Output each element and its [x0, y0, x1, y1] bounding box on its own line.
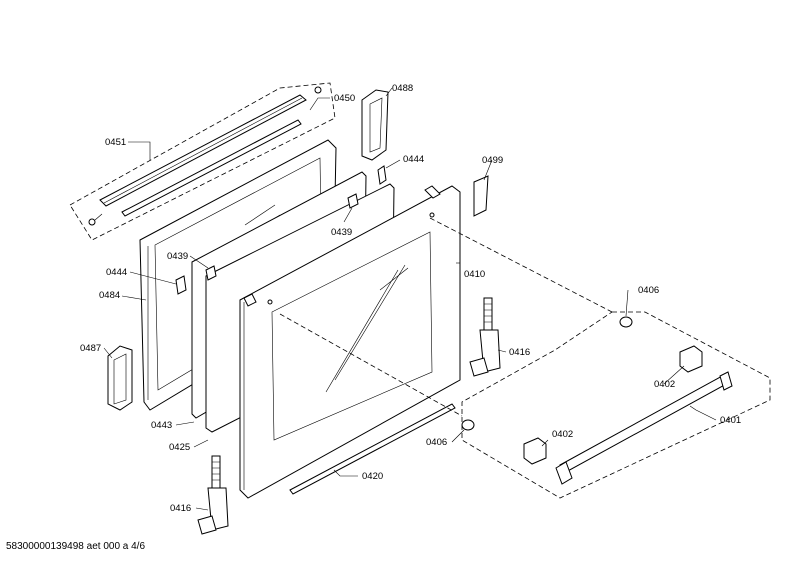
- hinge-bottom: [197, 455, 229, 535]
- part-number-label: 0402: [552, 429, 573, 440]
- part-number-label: 0406: [426, 437, 447, 448]
- door-handle: [555, 371, 733, 485]
- part-number-label: 0416: [170, 503, 191, 514]
- part-number-label: 0416: [509, 347, 530, 358]
- clip-0439-left: [205, 265, 217, 281]
- clip-0444-left: [175, 275, 187, 295]
- part-number-label: 0499: [482, 155, 503, 166]
- end-cap-right: [619, 316, 633, 328]
- top-trim-bar: [88, 86, 322, 226]
- handle-group-outline: [279, 217, 771, 499]
- part-number-label: 0401: [720, 415, 741, 426]
- hinge-cover-top: [361, 89, 389, 161]
- end-cap-left: [461, 419, 475, 431]
- part-number-label: 0410: [464, 269, 485, 280]
- door-corner-bracket: [243, 185, 441, 307]
- part-number-label: 0488: [392, 83, 413, 94]
- part-number-label: 0439: [331, 227, 352, 238]
- part-number-label: 0406: [638, 285, 659, 296]
- part-number-label: 0487: [80, 343, 101, 354]
- part-number-label: 0439: [167, 251, 188, 262]
- part-number-label: 0450: [334, 93, 355, 104]
- seal-strip-0499: [473, 175, 489, 217]
- part-number-label: 0425: [169, 442, 190, 453]
- top-trim-group-outline: [69, 82, 336, 241]
- part-number-label: 0451: [105, 137, 126, 148]
- clip-0439-right: [347, 193, 359, 209]
- leader-lines: [103, 87, 717, 511]
- clip-0444-right: [377, 165, 387, 185]
- bottom-seal-strip: [289, 403, 456, 495]
- part-labels: 0451 0450 0488 0444 0499 0439 0439 0444 …: [80, 83, 741, 514]
- part-number-label: 0444: [106, 267, 127, 278]
- hinge-right: [469, 297, 501, 377]
- part-number-label: 0444: [403, 154, 424, 165]
- part-number-label: 0402: [654, 379, 675, 390]
- handle-support-right: [679, 345, 703, 373]
- handle-support-left: [523, 437, 547, 465]
- outer-door-panel: [239, 185, 461, 499]
- part-number-label: 0420: [362, 471, 383, 482]
- hinge-cover-bottom: [107, 345, 133, 411]
- document-id: 58300000139498 aet 000 a 4/6: [6, 541, 146, 552]
- part-number-label: 0484: [99, 290, 120, 301]
- part-number-label: 0443: [151, 420, 172, 431]
